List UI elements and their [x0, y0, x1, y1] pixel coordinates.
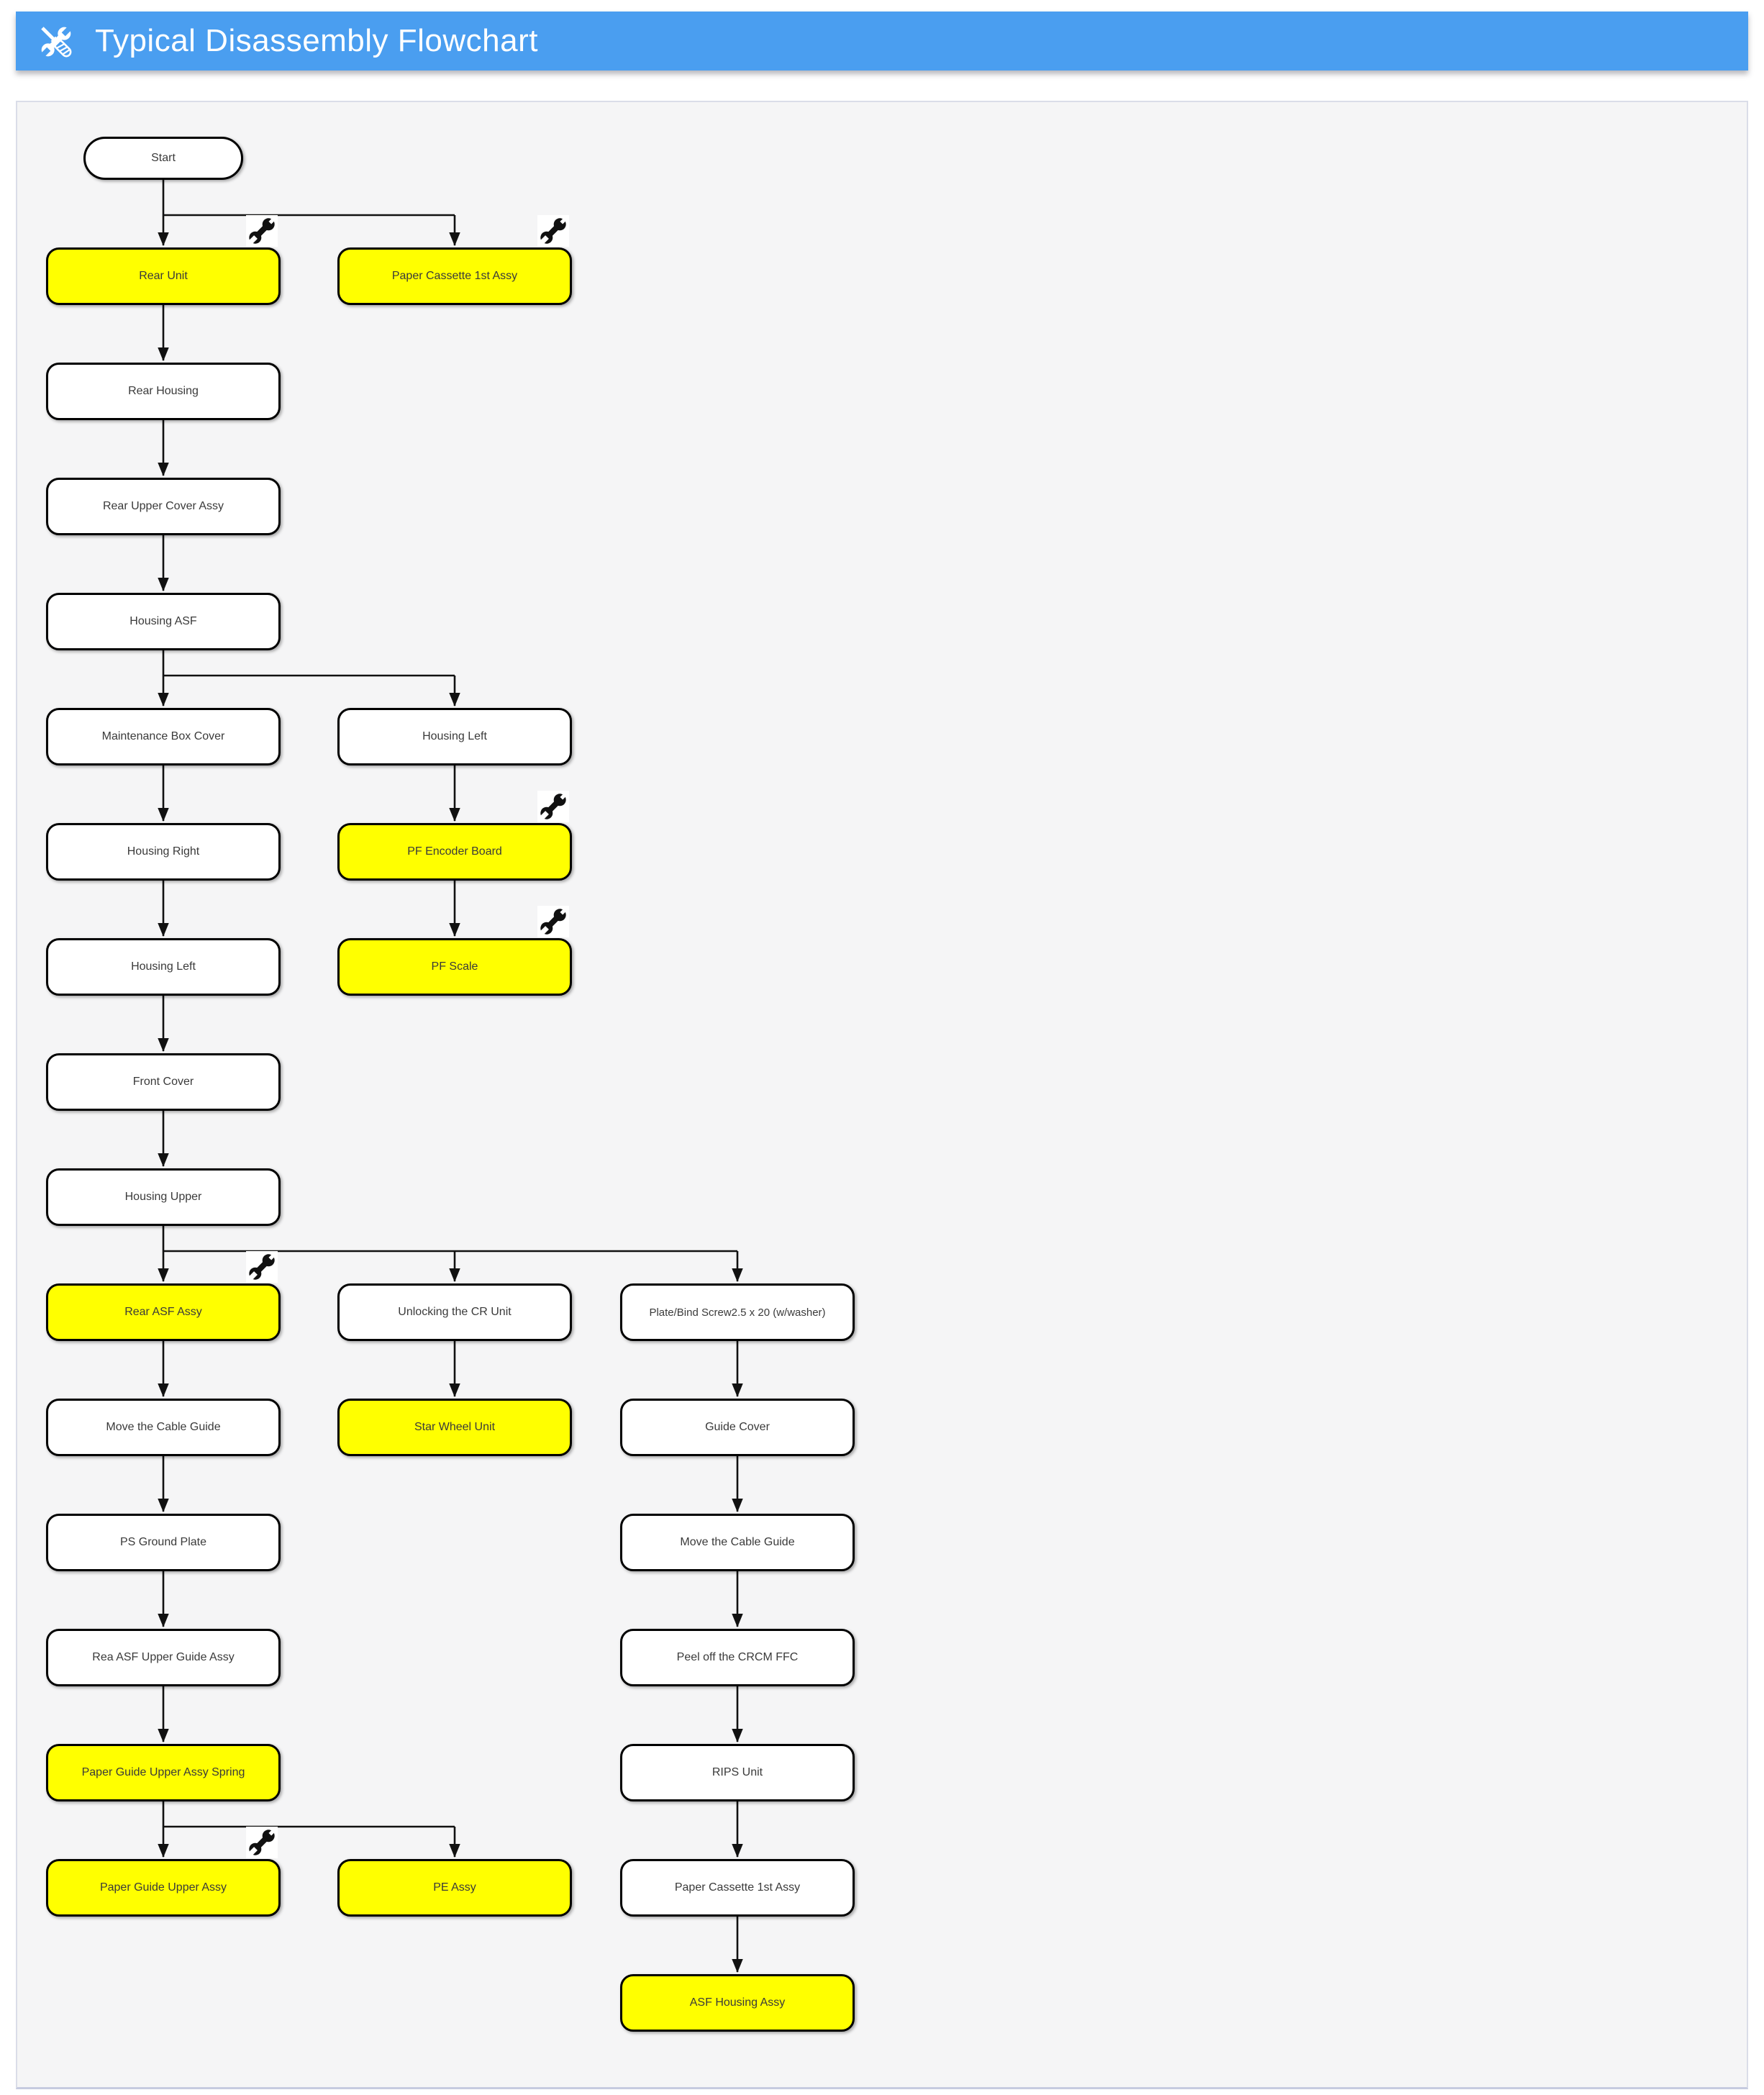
node-label: Paper Guide Upper Assy Spring — [81, 1766, 245, 1778]
node-paper-guide-upper-assy-spring: Paper Guide Upper Assy Spring — [46, 1744, 281, 1801]
node-housing-upper: Housing Upper — [46, 1168, 281, 1226]
node-pe-assy: PE Assy — [337, 1859, 572, 1917]
node-rips-unit: RIPS Unit — [620, 1744, 855, 1801]
wrench-icon — [536, 214, 570, 248]
node-label: Paper Cassette 1st Assy — [674, 1881, 801, 1894]
node-move-the-cable-guide-2: Move the Cable Guide — [620, 1514, 855, 1571]
node-maintenance-box-cover: Maintenance Box Cover — [46, 708, 281, 765]
page-title: Typical Disassembly Flowchart — [95, 23, 538, 58]
app-header: Typical Disassembly Flowchart — [16, 12, 1748, 71]
node-label: Housing Upper — [124, 1191, 202, 1203]
node-rea-asf-upper-guide-assy: Rea ASF Upper Guide Assy — [46, 1629, 281, 1686]
node-move-the-cable-guide-1: Move the Cable Guide — [46, 1399, 281, 1456]
node-label: ASF Housing Assy — [689, 1996, 786, 2009]
node-label: RIPS Unit — [711, 1766, 763, 1778]
wrench-icon — [245, 214, 278, 248]
node-pf-scale: PF Scale — [337, 938, 572, 996]
node-rear-housing: Rear Housing — [46, 363, 281, 420]
node-label: Rear Housing — [128, 385, 199, 397]
node-label: Guide Cover — [705, 1421, 770, 1433]
node-label: Rea ASF Upper Guide Assy — [92, 1651, 235, 1663]
node-rear-asf-assy: Rear ASF Assy — [46, 1283, 281, 1341]
node-label: Rear Upper Cover Assy — [102, 500, 224, 512]
node-label: Start — [151, 152, 176, 164]
node-label: Front Cover — [132, 1076, 194, 1088]
node-asf-housing-assy: ASF Housing Assy — [620, 1974, 855, 2032]
node-label: Housing Right — [127, 845, 200, 858]
node-label: Unlocking the CR Unit — [398, 1306, 512, 1318]
node-paper-cassette-1st-assy-b: Paper Cassette 1st Assy — [620, 1859, 855, 1917]
node-start: Start — [83, 137, 243, 180]
node-label: Plate/Bind Screw2.5 x 20 (w/washer) — [649, 1306, 826, 1319]
node-label: Rear Unit — [139, 270, 188, 282]
node-label: Star Wheel Unit — [414, 1421, 496, 1433]
node-label: Housing Left — [131, 960, 196, 973]
node-label: Paper Guide Upper Assy — [99, 1881, 227, 1894]
node-label: Rear ASF Assy — [124, 1306, 202, 1318]
node-front-cover: Front Cover — [46, 1053, 281, 1111]
node-label: Move the Cable Guide — [680, 1536, 795, 1548]
node-label: Housing Left — [422, 730, 487, 742]
node-label: Move the Cable Guide — [106, 1421, 221, 1433]
node-label: PF Scale — [431, 960, 478, 973]
crossed-tools-icon — [33, 18, 79, 64]
node-housing-right: Housing Right — [46, 823, 281, 881]
node-ps-ground-plate: PS Ground Plate — [46, 1514, 281, 1571]
node-unlocking-the-cr-unit: Unlocking the CR Unit — [337, 1283, 572, 1341]
node-rear-upper-cover-assy: Rear Upper Cover Assy — [46, 478, 281, 535]
node-label: PF Encoder Board — [407, 845, 502, 858]
wrench-icon — [536, 790, 570, 824]
wrench-icon — [245, 1250, 278, 1284]
wrench-icon — [536, 905, 570, 939]
node-housing-left-1: Housing Left — [337, 708, 572, 765]
node-label: PE Assy — [433, 1881, 476, 1894]
node-label: Housing ASF — [129, 615, 197, 627]
node-housing-asf: Housing ASF — [46, 593, 281, 650]
node-rear-unit: Rear Unit — [46, 247, 281, 305]
node-plate-bind-screw: Plate/Bind Screw2.5 x 20 (w/washer) — [620, 1283, 855, 1341]
node-label: Maintenance Box Cover — [101, 730, 225, 742]
wrench-icon — [245, 1826, 278, 1860]
node-paper-guide-upper-assy: Paper Guide Upper Assy — [46, 1859, 281, 1917]
node-label: Peel off the CRCM FFC — [676, 1651, 799, 1663]
node-housing-left-2: Housing Left — [46, 938, 281, 996]
node-paper-cassette-1st-assy-a: Paper Cassette 1st Assy — [337, 247, 572, 305]
node-guide-cover: Guide Cover — [620, 1399, 855, 1456]
node-star-wheel-unit: Star Wheel Unit — [337, 1399, 572, 1456]
node-label: Paper Cassette 1st Assy — [391, 270, 518, 282]
node-peel-off-the-crcm-ffc: Peel off the CRCM FFC — [620, 1629, 855, 1686]
node-label: PS Ground Plate — [119, 1536, 207, 1548]
node-pf-encoder-board: PF Encoder Board — [337, 823, 572, 881]
